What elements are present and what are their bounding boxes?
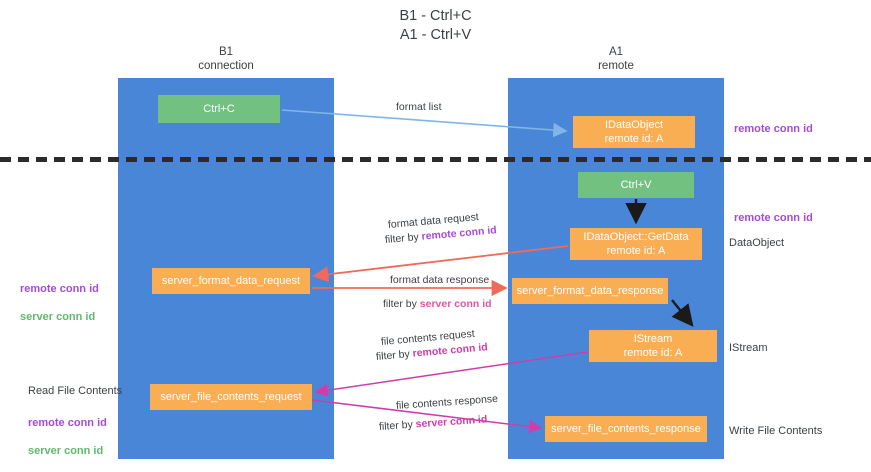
node-sublabel: remote id: A bbox=[623, 347, 683, 359]
label-server-conn-id: server conn id bbox=[28, 445, 104, 457]
filter-by-text: filter by bbox=[375, 347, 414, 363]
node-server-format-data-response[interactable]: server_format_data_response bbox=[512, 278, 668, 304]
label-remote-conn-id-top: remote conn id bbox=[734, 123, 813, 135]
node-server-file-contents-request[interactable]: server_file_contents_request bbox=[150, 384, 312, 410]
node-label: Ctrl+V bbox=[620, 179, 652, 191]
label-istream: IStream bbox=[729, 342, 768, 354]
node-idataobject[interactable]: IDataObject remote id: A bbox=[573, 116, 695, 148]
label-write-file-contents: Write File Contents bbox=[729, 425, 823, 437]
label-left-conn-ids-top: remote conn id server conn id bbox=[20, 268, 99, 338]
server-conn-id-text: server conn id bbox=[415, 413, 488, 431]
node-server-file-contents-response[interactable]: server_file_contents_response bbox=[545, 416, 707, 442]
label-dataobject: DataObject bbox=[729, 237, 785, 249]
node-istream[interactable]: IStream remote id: A bbox=[589, 330, 717, 362]
node-label: IDataObject::GetData bbox=[583, 231, 689, 243]
lane-title-a1: A1 remote bbox=[598, 46, 634, 72]
filter-by-text: filter by bbox=[384, 230, 423, 246]
edge-label-filter-by-server-1: filter by server conn id bbox=[383, 297, 492, 311]
filter-by-text: filter by bbox=[378, 418, 417, 433]
edge-label-file-contents-response: file contents response bbox=[395, 392, 499, 412]
label-left-conn-ids-bottom: remote conn id server conn id bbox=[28, 402, 107, 472]
node-ctrl-c[interactable]: Ctrl+C bbox=[158, 95, 280, 123]
node-ctrl-v[interactable]: Ctrl+V bbox=[578, 172, 694, 198]
node-idataobject-getdata[interactable]: IDataObject::GetData remote id: A bbox=[570, 228, 702, 260]
lane-title-b1: B1 connection bbox=[198, 46, 254, 72]
label-read-file-contents: Read File Contents bbox=[28, 385, 123, 397]
node-label: Ctrl+C bbox=[203, 103, 235, 115]
node-sublabel: remote id: A bbox=[606, 245, 666, 257]
node-label: server_file_contents_response bbox=[551, 423, 701, 435]
node-label: IStream bbox=[633, 333, 673, 345]
page-title: B1 - Ctrl+C A1 - Ctrl+V bbox=[399, 8, 472, 43]
label-server-conn-id: server conn id bbox=[20, 311, 96, 323]
node-label: server_file_contents_request bbox=[160, 391, 302, 403]
edge-label-format-data-response: format data response bbox=[390, 274, 490, 286]
node-sublabel: remote id: A bbox=[604, 133, 664, 145]
node-label: IDataObject bbox=[604, 119, 664, 131]
label-remote-conn-id-mid: remote conn id bbox=[734, 212, 813, 224]
label-remote-conn-id: remote conn id bbox=[20, 283, 99, 295]
edge-label-filter-by-server-2: filter by server conn id bbox=[379, 412, 488, 434]
edge-label-format-list: format list bbox=[396, 101, 442, 113]
node-label: server_format_data_response bbox=[516, 285, 664, 297]
node-label: server_format_data_request bbox=[161, 275, 301, 287]
label-remote-conn-id: remote conn id bbox=[28, 417, 107, 429]
node-server-format-data-request[interactable]: server_format_data_request bbox=[152, 268, 310, 294]
filter-by-text: filter by bbox=[383, 298, 420, 310]
server-conn-id-text: server conn id bbox=[419, 298, 492, 310]
